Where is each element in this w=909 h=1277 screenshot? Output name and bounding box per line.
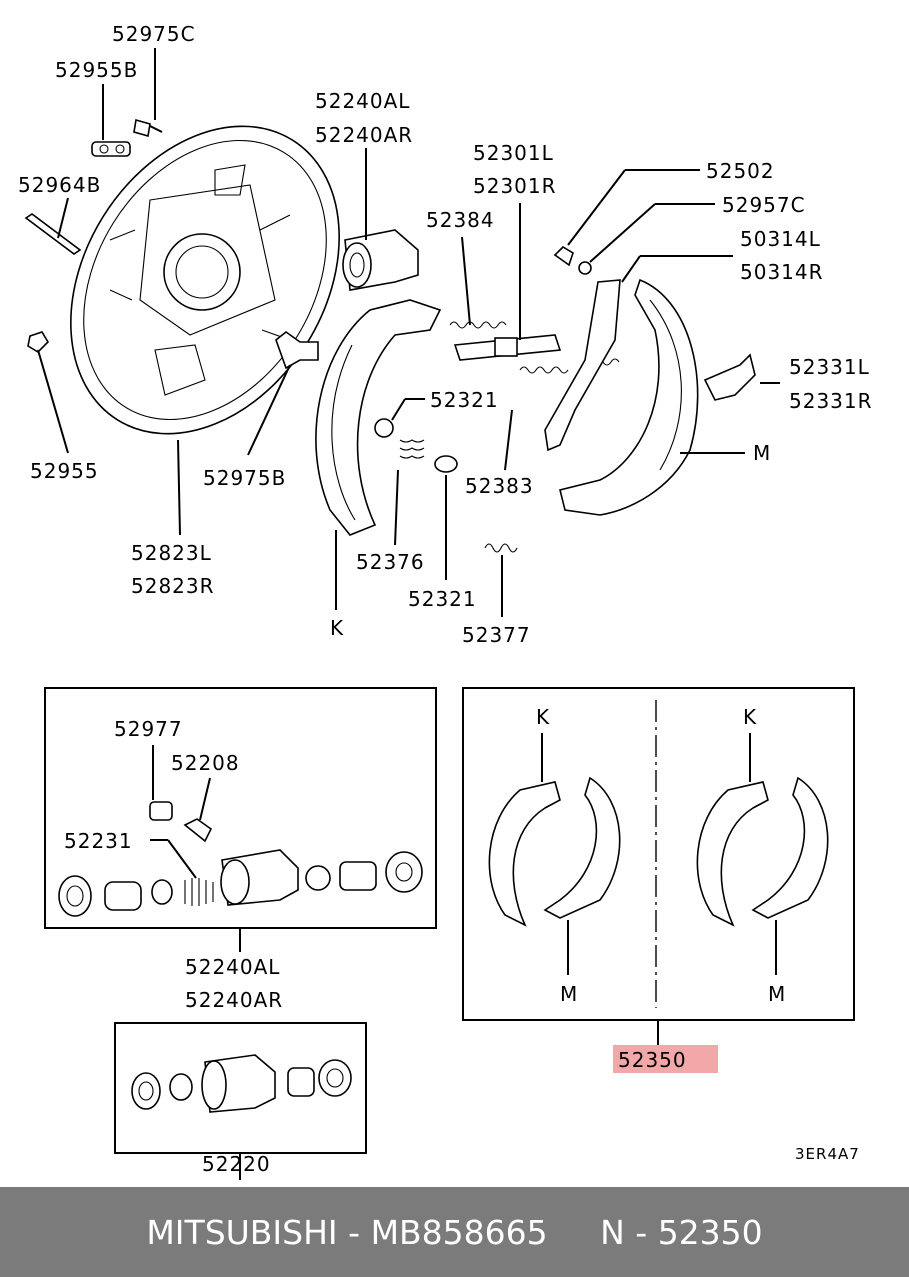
label-52957C: 52957C (722, 193, 806, 217)
label-52208: 52208 (171, 751, 240, 775)
repair-kit-drawing (131, 1054, 352, 1180)
label-52240AR-bottom: 52240AR (185, 988, 283, 1012)
label-52350: 52350 (618, 1048, 687, 1072)
label-50314R: 50314R (740, 260, 824, 284)
label-52975B: 52975B (203, 466, 286, 490)
spacer (548, 1213, 600, 1252)
n-value: 52350 (657, 1212, 763, 1252)
label-K-left: K (536, 705, 550, 729)
label-52321-b: 52321 (408, 587, 477, 611)
label-52964B: 52964B (18, 173, 101, 197)
label-52977: 52977 (114, 717, 183, 741)
brand-name: MITSUBISHI (146, 1212, 338, 1252)
label-K-right: K (743, 705, 757, 729)
label-52502: 52502 (706, 159, 775, 183)
leader-lines (37, 48, 780, 617)
backing-plate-drawing (70, 125, 340, 435)
label-52220: 52220 (202, 1152, 271, 1176)
label-52301R: 52301R (473, 174, 557, 198)
label-52975C: 52975C (112, 22, 196, 46)
shoe-set-box (462, 687, 855, 1021)
label-M-right: M (768, 982, 786, 1006)
label-52377: 52377 (462, 623, 531, 647)
label-M-main: M (753, 441, 771, 465)
label-52383: 52383 (465, 474, 534, 498)
label-52331L: 52331L (789, 355, 870, 379)
label-52823L: 52823L (131, 541, 212, 565)
separator: - (337, 1212, 371, 1252)
n-label: N (600, 1212, 625, 1252)
plate-hardware (24, 118, 319, 370)
shoe-set-drawing (488, 733, 829, 1045)
label-52240AR-top: 52240AR (315, 123, 413, 147)
part-labels: 52975C 52955B 52240AL 52240AR 52301L 523… (18, 22, 873, 1176)
brake-shoe-m-drawing (544, 278, 756, 516)
parts-diagram: 52975C 52955B 52240AL 52240AR 52301L 523… (18, 22, 873, 1180)
label-52384: 52384 (426, 208, 495, 232)
wheel-cylinder-kit-drawing (58, 745, 423, 952)
diagram-code: 3ER4A7 (795, 1145, 860, 1163)
separator: - (624, 1212, 658, 1252)
label-52231: 52231 (64, 829, 133, 853)
label-52321-a: 52321 (430, 388, 499, 412)
label-52955: 52955 (30, 459, 99, 483)
brake-shoe-k-drawing (315, 299, 442, 536)
wheel-cylinder-drawing (342, 229, 419, 291)
label-52240AL-bottom: 52240AL (185, 955, 280, 979)
label-50314L: 50314L (740, 227, 821, 251)
label-52240AL-top: 52240AL (315, 89, 410, 113)
label-K-main: K (330, 616, 344, 640)
footer-bar: MITSUBISHI - MB858665 N - 52350 (0, 1187, 909, 1277)
label-M-left: M (560, 982, 578, 1006)
label-52331R: 52331R (789, 389, 873, 413)
part-number: MB858665 (370, 1212, 548, 1252)
label-52301L: 52301L (473, 141, 554, 165)
label-52823R: 52823R (131, 574, 215, 598)
label-52376: 52376 (356, 550, 425, 574)
label-52955B: 52955B (55, 58, 138, 82)
part-highlight (613, 1045, 718, 1073)
